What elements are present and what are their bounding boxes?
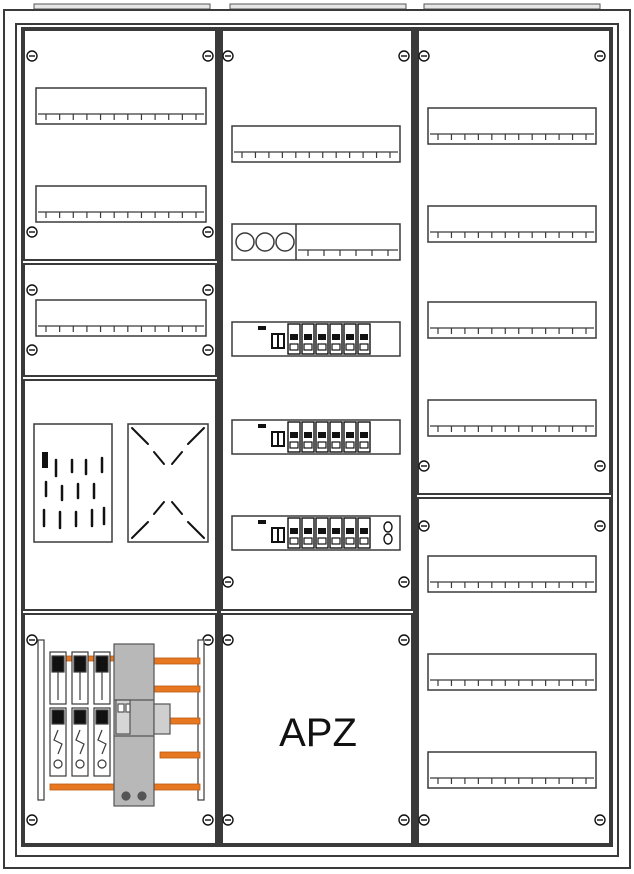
screw-icon (418, 814, 430, 826)
socket-symbol (383, 521, 393, 545)
screw-icon (26, 344, 38, 356)
screw-icon (418, 50, 430, 62)
screw-icon (26, 50, 38, 62)
din-rail (427, 107, 597, 145)
screw-icon (222, 50, 234, 62)
din-rail (35, 299, 207, 337)
screw-icon (594, 460, 606, 472)
screw-icon (418, 460, 430, 472)
blank-cover-panel (127, 423, 209, 543)
breaker-module (357, 517, 371, 549)
column-middle (219, 27, 415, 847)
breaker-module (343, 421, 357, 453)
screw-icon (418, 520, 430, 532)
screw-icon (222, 634, 234, 646)
field-panels (23, 29, 611, 845)
screw-icon (202, 284, 214, 296)
screw-icon (398, 814, 410, 826)
apz-label: APZ (279, 711, 357, 755)
screw-icon (398, 576, 410, 588)
din-rail (35, 87, 207, 125)
column-left (21, 27, 219, 847)
screw-icon (594, 520, 606, 532)
screw-icon (594, 814, 606, 826)
screw-icon (202, 226, 214, 238)
circuit-breaker-rows (231, 321, 401, 551)
fuse-switch-disconnectors (49, 651, 111, 777)
breaker-row (231, 419, 401, 455)
connection-box (33, 423, 113, 543)
din-rail (427, 399, 597, 437)
screw-icon (398, 634, 410, 646)
screw-icon (26, 284, 38, 296)
breaker-row (231, 515, 401, 551)
breaker-module (301, 421, 315, 453)
main-switchgear (37, 639, 205, 807)
breaker-module (287, 421, 301, 453)
screw-icon (398, 50, 410, 62)
din-rails (35, 87, 597, 789)
breaker-module (315, 421, 329, 453)
breaker-module (315, 323, 329, 355)
screw-icon (222, 576, 234, 588)
main-switch-gray (113, 643, 171, 807)
din-rail (231, 125, 401, 163)
screw-icon (222, 814, 234, 826)
screw-icon (26, 634, 38, 646)
screw-icon (202, 814, 214, 826)
screw-icon (594, 50, 606, 62)
din-rail (427, 301, 597, 339)
breaker-module (357, 323, 371, 355)
breaker-module (357, 421, 371, 453)
breaker-module (343, 323, 357, 355)
top-hinges (33, 3, 601, 10)
din-rail (427, 653, 597, 691)
breaker-row (231, 321, 401, 357)
breaker-module (329, 517, 343, 549)
din-rail (35, 185, 207, 223)
din-rail (427, 751, 597, 789)
din-rail (427, 205, 597, 243)
breaker-module (287, 323, 301, 355)
breaker-module (301, 517, 315, 549)
screw-icon (202, 344, 214, 356)
column-right (415, 27, 613, 847)
fastening-screws (26, 50, 606, 826)
breaker-module (329, 421, 343, 453)
breaker-module (329, 323, 343, 355)
screw-icon (26, 226, 38, 238)
screw-icon (202, 50, 214, 62)
din-rail (427, 555, 597, 593)
breaker-module (315, 517, 329, 549)
terminal-block-with-round-fuses (231, 223, 401, 261)
breaker-module (287, 517, 301, 549)
breaker-module (343, 517, 357, 549)
screw-icon (26, 814, 38, 826)
breaker-module (301, 323, 315, 355)
